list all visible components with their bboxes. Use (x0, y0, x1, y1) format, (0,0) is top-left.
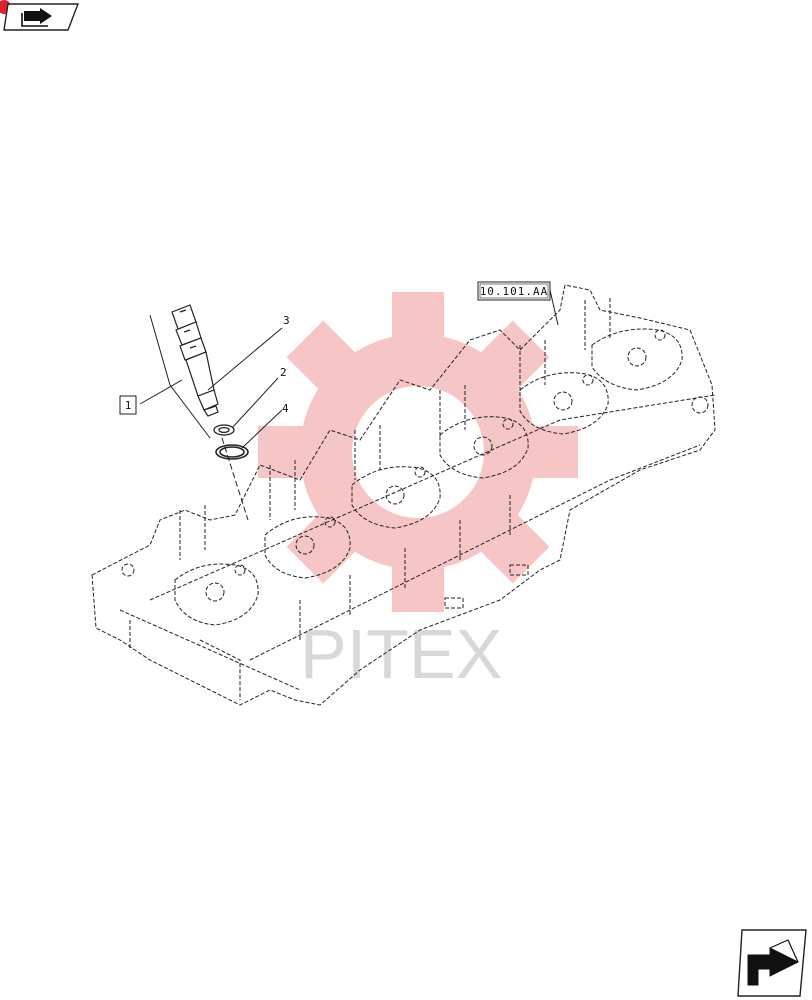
callout-item-2[interactable]: 2 (280, 366, 287, 379)
next-page-arrow-icon[interactable] (737, 929, 807, 997)
watermark-text: PITEX (300, 615, 502, 693)
o-ring (215, 444, 249, 460)
callout-item-3[interactable]: 3 (283, 314, 290, 327)
leader-lines (139, 289, 559, 449)
assembly-axis (221, 437, 249, 521)
cylinder-head (91, 284, 716, 706)
injector (171, 304, 219, 417)
seal-washer (213, 424, 235, 436)
reference-box[interactable]: 10.101.AA (477, 281, 551, 301)
reference-label: 10.101.AA (480, 285, 549, 298)
callout-item-4[interactable]: 4 (282, 402, 289, 415)
callout-label-1: 1 (125, 399, 132, 412)
callout-item-1[interactable]: 1 (119, 395, 137, 415)
book-arrow-icon[interactable] (0, 0, 80, 31)
watermark-gear (258, 292, 578, 612)
